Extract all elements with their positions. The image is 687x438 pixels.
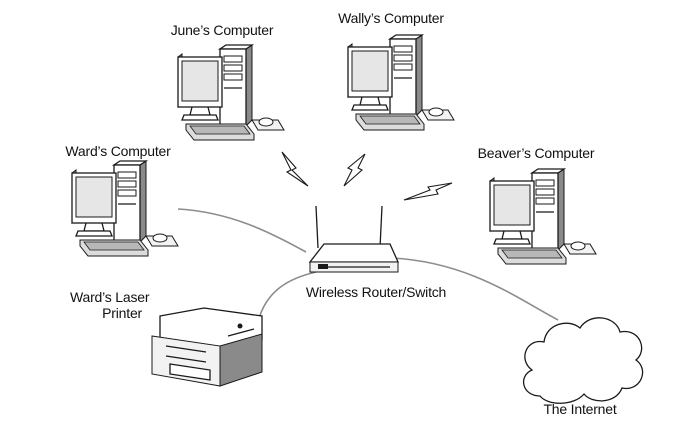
june-computer-label: June’s Computer <box>170 22 274 38</box>
laser-printer-icon <box>151 307 263 387</box>
wireless-router-icon <box>308 205 400 273</box>
internet-label: The Internet <box>543 401 617 417</box>
signal-bolt-beaver <box>403 182 453 201</box>
beaver-computer-icon <box>489 168 597 265</box>
ward-computer-label: Ward’s Computer <box>65 143 171 159</box>
signal-bolt-june <box>281 151 309 187</box>
june-computer-icon <box>177 44 285 141</box>
printer-label: Ward’s Laser Printer <box>70 289 150 321</box>
printer-label-line1: Ward’s Laser <box>70 289 150 305</box>
printer-router-cable <box>257 271 317 323</box>
internet-cloud-icon <box>522 317 644 404</box>
router-label: Wireless Router/Switch <box>305 284 447 300</box>
router-internet-cable <box>391 257 559 321</box>
signal-bolt-wally <box>343 153 366 187</box>
wally-computer-label: Wally’s Computer <box>338 10 444 26</box>
beaver-computer-label: Beaver’s Computer <box>477 145 595 161</box>
ward-router-cable <box>177 208 307 253</box>
printer-label-line2: Printer <box>102 305 142 321</box>
wally-computer-icon <box>347 34 455 131</box>
ward-computer-icon <box>71 160 179 257</box>
